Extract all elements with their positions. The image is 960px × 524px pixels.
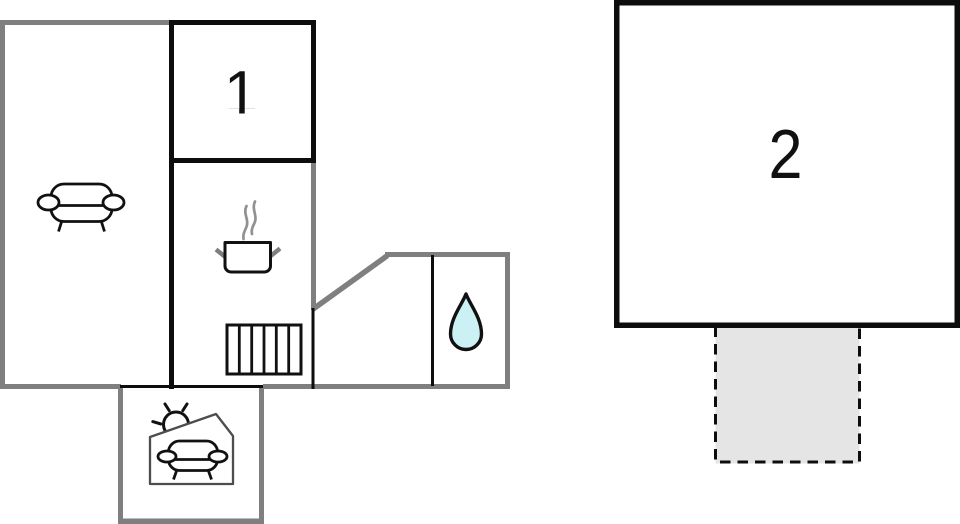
- sofa-leg-right: [100, 221, 106, 232]
- wall-diagonal: [310, 253, 390, 312]
- sun-house-sofa-icon: [148, 402, 235, 486]
- radiator-icon: [225, 323, 303, 376]
- room-1-label: 1: [224, 59, 258, 127]
- cooking-pot-icon: [214, 200, 282, 274]
- steam-wave-left: [241, 204, 249, 241]
- sofa-armrest-left: [156, 449, 178, 464]
- wall-annex-left: [118, 388, 123, 524]
- sun-ray: [151, 420, 163, 426]
- sofa-armrest-right: [207, 449, 229, 464]
- wall-left: [0, 20, 5, 389]
- wall-hall-bath-divider: [431, 255, 434, 386]
- wall-kitchen-hall-divider: [311, 308, 315, 389]
- room-2-label: 2: [769, 115, 803, 193]
- sofa-leg-left: [172, 470, 178, 480]
- wall-right: [505, 252, 510, 389]
- glyph-foot-mask: [244, 109, 256, 115]
- wall-kitchen-right: [311, 160, 316, 310]
- steam-wave-right: [250, 200, 257, 236]
- sun-ray: [163, 402, 171, 413]
- wall-annex-right: [259, 388, 264, 524]
- room-1-walls: [169, 20, 316, 163]
- wall-kitchen-left: [169, 160, 174, 389]
- right-building: 2: [614, 0, 960, 464]
- wall-bottom-right: [263, 384, 510, 389]
- glyph-foot-mask: [227, 109, 240, 115]
- outer-walls-gray: [0, 20, 510, 524]
- wall-bottom-left: [0, 384, 121, 389]
- wall-top: [0, 20, 171, 25]
- sofa-armrest-right: [101, 193, 126, 212]
- annex-sofa-icon: [156, 439, 229, 480]
- room-2-walls: [614, 0, 960, 328]
- water-drop-icon: [448, 292, 484, 352]
- terrace-area: [715, 326, 860, 464]
- sofa-armrest-left: [36, 193, 61, 212]
- wall-annex-bottom: [118, 518, 264, 524]
- left-building: 1: [0, 20, 510, 524]
- sun-ray: [181, 402, 189, 413]
- inner-walls-black: [120, 20, 434, 389]
- terrace: [714, 326, 861, 464]
- wall-annex-opening: [120, 385, 263, 388]
- sofa-leg-left: [57, 221, 63, 232]
- sofa-icon: [36, 182, 126, 232]
- wall-hall-top: [385, 252, 510, 257]
- sofa-leg-right: [207, 470, 213, 480]
- pot-body: [223, 241, 272, 274]
